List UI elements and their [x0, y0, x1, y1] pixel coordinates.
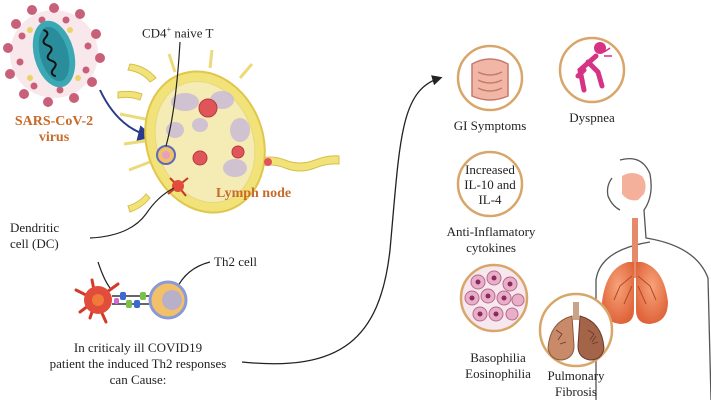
human-respiratory-illustration: [595, 157, 711, 400]
cd4-superscript: +: [166, 25, 172, 34]
consequence-arrow: [241, 75, 443, 365]
virus-label-line2: virus: [38, 130, 70, 145]
th2-cell-label: Th2 cell: [214, 254, 257, 269]
dyspnea-circle: [558, 36, 626, 104]
lymph-node-label: Lymph node: [216, 186, 292, 201]
pulmonary-fibrosis-label: Pulmonary Fibrosis: [536, 368, 616, 400]
dyspnea-label: Dyspnea: [569, 110, 615, 125]
basophilia-circle: [459, 263, 529, 333]
il-label-line2: IL-10 and: [464, 177, 516, 192]
il-label-line1: Increased: [465, 162, 515, 177]
naive-t-text: naive T: [171, 25, 214, 41]
virus-illustration: [3, 3, 105, 107]
cd4-naive-t-label: CD4+ naive T: [142, 22, 213, 41]
basophilia-label: Basophilia Eosinophilia: [448, 350, 548, 382]
gi-symptoms-circle: [456, 44, 524, 112]
dc-label-line1: Dendritic: [10, 220, 60, 235]
caption-line3: can Cause:: [109, 372, 167, 387]
baso-label-line2: Eosinophilia: [465, 366, 531, 381]
baso-label-line1: Basophilia: [470, 350, 526, 365]
anti-label-line2: cytokines: [466, 240, 516, 255]
il-label-line3: IL-4: [478, 192, 502, 207]
anti-label-line1: Anti-Inflamatory: [446, 224, 536, 239]
dc-th2-interaction: [74, 278, 188, 324]
caption-line1: In criticaly ill COVID19: [73, 340, 203, 355]
dc-label-line2: cell (DC): [10, 236, 59, 251]
il-circle: [456, 150, 524, 218]
il-label: Increased IL-10 and IL-4: [450, 162, 530, 207]
pulmonary-fibrosis-circle: [538, 292, 614, 368]
caption-line2: patient the induced Th2 responses: [49, 356, 227, 371]
cd4-pointer-line: [165, 41, 181, 147]
dc-cell-pointer-line: [97, 261, 111, 289]
gi-symptoms-label: GI Symptoms: [453, 118, 527, 133]
dc-pointer-line: [89, 187, 175, 239]
pulm-label-line1: Pulmonary: [547, 368, 605, 383]
dendritic-cell-label: Dendritic cell (DC): [10, 220, 59, 252]
virus-label-line1: SARS-CoV-2: [14, 114, 94, 129]
pulm-label-line2: Fibrosis: [555, 384, 597, 399]
virus-label: SARS-CoV-2 virus: [6, 114, 102, 146]
cd4-text: CD4: [142, 25, 167, 41]
caption: In criticaly ill COVID19 patient the ind…: [28, 340, 248, 388]
lymph-node-illustration: [117, 49, 340, 214]
anti-inflammatory-label: Anti-Inflamatory cytokines: [436, 224, 546, 256]
